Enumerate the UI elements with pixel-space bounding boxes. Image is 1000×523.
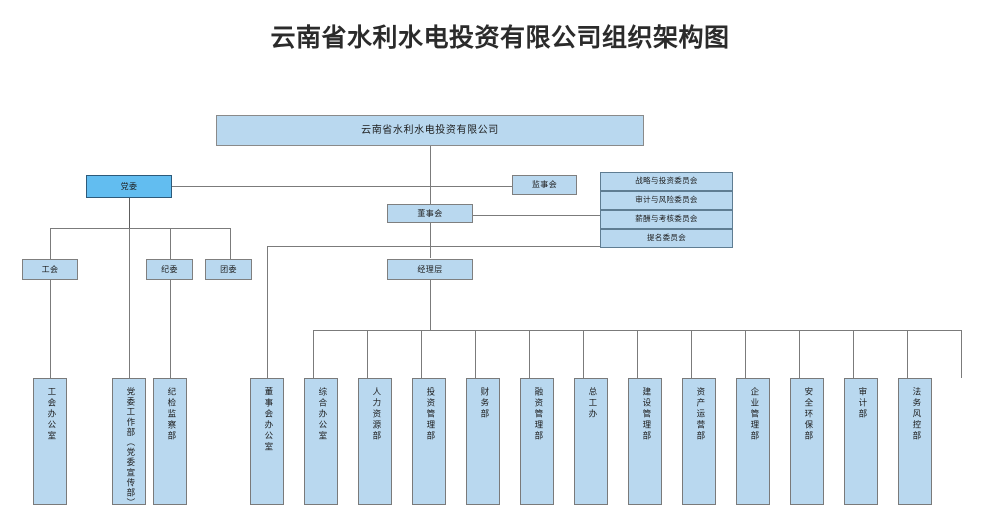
connector-dept-drop-10 <box>799 330 800 378</box>
connector-dept-drop-3 <box>421 330 422 378</box>
node-dept-chief-engineer-office[interactable]: 总工办 <box>574 378 608 505</box>
connector-dept-drop-11 <box>853 330 854 378</box>
node-dept-asset-operation[interactable]: 资产运营部 <box>682 378 716 505</box>
connector-party-bus <box>50 228 230 229</box>
node-dept-party-work[interactable]: 党委工作部（党委宣传部） <box>112 378 146 508</box>
connector-dept-drop-4 <box>475 330 476 378</box>
connector-board-committees-upper <box>470 215 600 216</box>
page-title: 云南省水利水电投资有限公司组织架构图 <box>270 23 730 52</box>
node-committee-strategy-investment[interactable]: 战略与投资委员会 <box>600 172 733 191</box>
connector-party-to-youth <box>230 228 231 259</box>
node-dept-board-office[interactable]: 董事会办公室 <box>250 378 284 505</box>
connector-party-to-discipline <box>170 228 171 259</box>
connector-dept-drop-1 <box>313 330 314 378</box>
node-supervisory-board[interactable]: 监事会 <box>512 175 577 195</box>
node-dept-union-office[interactable]: 工会办公室 <box>33 378 67 505</box>
node-dept-construction-management[interactable]: 建设管理部 <box>628 378 662 505</box>
node-committee-audit-risk[interactable]: 审计与风险委员会 <box>600 191 733 210</box>
connector-party-down <box>129 198 130 228</box>
node-discipline-committee[interactable]: 纪委 <box>146 259 193 280</box>
node-dept-human-resources[interactable]: 人力资源部 <box>358 378 392 505</box>
node-committee-nomination[interactable]: 提名委员会 <box>600 229 733 248</box>
node-youth-league-committee[interactable]: 团委 <box>205 259 252 280</box>
connector-dept-drop-12 <box>907 330 908 378</box>
connector-discipline-to-office <box>170 280 171 378</box>
connector-dept-drop-8 <box>691 330 692 378</box>
node-dept-financing-management[interactable]: 融资管理部 <box>520 378 554 505</box>
connector-company-board <box>430 146 431 204</box>
connector-party-supervisory <box>172 186 512 187</box>
connector-dept-drop-7 <box>637 330 638 378</box>
connector-party-to-workdept <box>129 228 130 378</box>
connector-dept-drop-13 <box>961 330 962 378</box>
connector-management-down <box>430 280 431 330</box>
node-dept-safety-environment[interactable]: 安全环保部 <box>790 378 824 505</box>
node-dept-legal-risk-control[interactable]: 法务风控部 <box>898 378 932 505</box>
node-dept-enterprise-management[interactable]: 企业管理部 <box>736 378 770 505</box>
node-party-committee[interactable]: 党委 <box>86 175 172 198</box>
node-dept-investment-management[interactable]: 投资管理部 <box>412 378 446 505</box>
node-dept-audit[interactable]: 审计部 <box>844 378 878 505</box>
node-board-of-directors[interactable]: 董事会 <box>387 204 473 223</box>
connector-party-to-union <box>50 228 51 259</box>
connector-dept-drop-2 <box>367 330 368 378</box>
connector-board-to-boardoffice <box>267 246 268 378</box>
connector-union-to-office <box>50 280 51 378</box>
connector-board-left-lead <box>267 246 600 247</box>
node-dept-general-office[interactable]: 综合办公室 <box>304 378 338 505</box>
node-labor-union[interactable]: 工会 <box>22 259 78 280</box>
node-dept-discipline-inspection[interactable]: 纪检监察部 <box>153 378 187 505</box>
node-management-layer[interactable]: 经理层 <box>387 259 473 280</box>
connector-dept-drop-5 <box>529 330 530 378</box>
node-company[interactable]: 云南省水利水电投资有限公司 <box>216 115 644 146</box>
node-dept-finance[interactable]: 财务部 <box>466 378 500 505</box>
node-committee-compensation-appraisal[interactable]: 薪酬与考核委员会 <box>600 210 733 229</box>
connector-dept-drop-9 <box>745 330 746 378</box>
connector-board-to-management <box>430 222 431 258</box>
connector-dept-drop-6 <box>583 330 584 378</box>
